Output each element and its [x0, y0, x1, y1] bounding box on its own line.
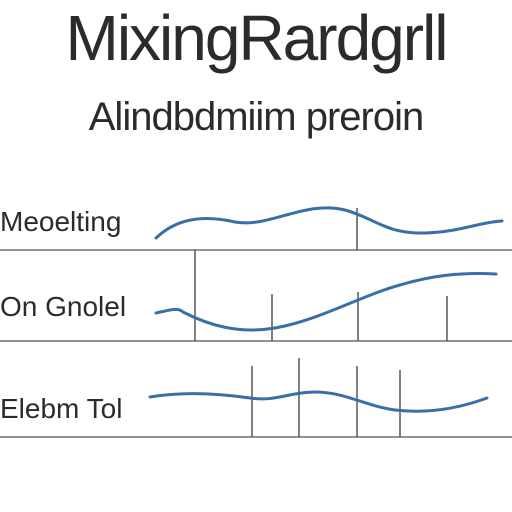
waveform-row-3 [148, 390, 489, 413]
row-label-2: On Gnolel [0, 291, 127, 322]
waveform-row-1 [154, 206, 504, 240]
diagram-title: MixingRardgrll [65, 2, 449, 74]
row-label-1: Meoelting [0, 206, 122, 237]
diagram-subtitle: Alindbdmiim preroin [88, 95, 424, 139]
row-label-3: Elebm Tol [0, 393, 123, 424]
waveform-row-2 [154, 272, 498, 332]
